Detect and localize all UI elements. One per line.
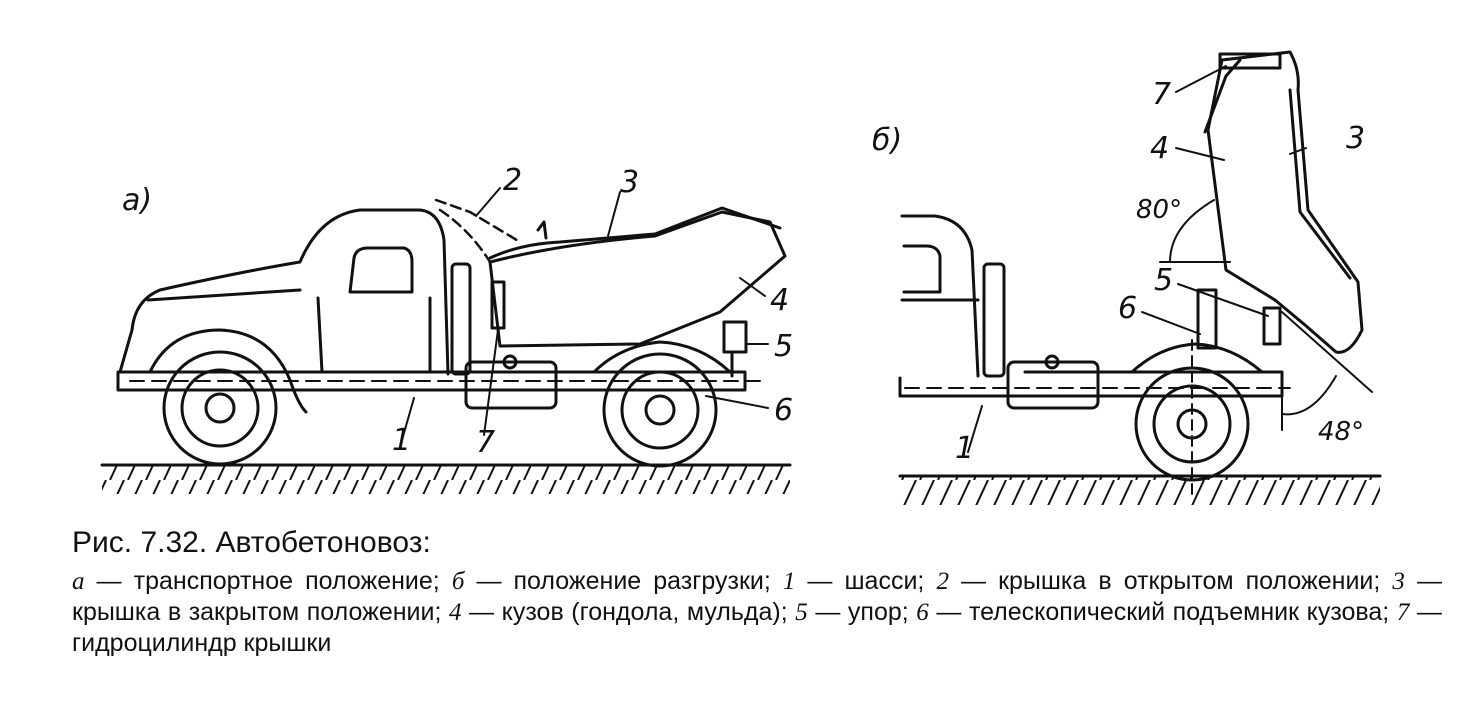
leader-4-b [1175,147,1225,161]
caption-key-5: 5 [795,599,808,626]
label-4-a: 4 [770,283,789,318]
angle-48-label: 48° [1318,417,1364,447]
panel-b-label: б) [872,123,902,158]
lid-3-b [1288,88,1352,280]
caption-text-2: крышка в открытом положении; [998,567,1381,595]
label-7-b: 7 [1152,77,1171,112]
closed-lid-a [488,206,782,260]
leader-4-a [739,277,766,297]
label-5-a: 5 [774,329,793,364]
caption-key-6: 6 [916,599,929,626]
caption-key-2: 2 [936,568,949,595]
angle-48-incline [1281,311,1373,393]
cab-rear-post-a [450,262,472,376]
label-4-b: 4 [1150,131,1169,166]
leader-1-b [967,405,983,453]
caption-key-4: 4 [448,599,462,626]
lid-cylinder-b [1203,58,1242,134]
caption-text-5: упор; [847,598,909,626]
caption-text-6: телескопический подъемник кузова; [968,598,1390,626]
caption-key-7: 7 [1396,599,1410,626]
raised-gondola-b [1206,50,1364,354]
caption-text-7: гидроцилиндр крышки [72,629,332,657]
ground-hatch-a [102,466,790,494]
ground-hatch-b [900,477,1380,505]
cab-outline-b [900,214,980,378]
hood-line-a [146,288,302,302]
caption-text-4: кузов (гондола, мульда); [501,598,788,626]
cab-window-a [348,246,414,294]
lid-hinge-b [1218,52,1282,70]
caption-text-b: положение разгрузки; [513,567,771,595]
angle-80-arc [1169,199,1215,263]
label-3-a: 3 [620,165,639,200]
truck-drawing: а) 1 2 3 4 5 6 7 [100,50,1382,505]
caption-text-a: транспортное положение; [133,567,440,595]
label-2-a: 2 [503,163,522,198]
caption-text-3: крышка в закрытом положении; [72,598,442,626]
cab-rear-post-b [982,262,1006,378]
front-fender-a [148,328,308,414]
label-6-b: 6 [1118,291,1137,326]
gondola-body-a [488,210,787,348]
caption-key-a: а [72,568,85,595]
panel-b-drawing [898,50,1382,505]
support-5-b [1262,306,1282,346]
tank-cap-a [502,354,518,370]
tank-box-b [1006,360,1100,410]
leader-7-b [1175,65,1227,93]
chassis-frame-b [898,370,1284,398]
rear-wheel-a [602,352,718,468]
front-wheel-a [162,350,278,466]
label-1-a: 1 [392,423,411,458]
leader-3-a [607,191,621,237]
label-6-a: 6 [774,393,793,428]
angle-48-arc [1281,375,1337,416]
leader-7-a [483,329,499,436]
cab-door-a [316,296,432,374]
leader-3-b [1289,147,1307,155]
cab-outline-a [118,208,450,376]
leader-1-a [399,397,415,448]
tank-box-a [464,360,558,410]
label-7-a: 7 [476,425,495,460]
lid-hinge-a [536,220,548,240]
support-5-a [722,320,748,354]
panel-a-label: а) [122,183,152,218]
rear-fender-a [592,340,732,374]
caption-body: а — транспортное положение; б — положени… [72,567,1442,657]
telescopic-lift-b [1196,288,1218,350]
caption-title: Рис. 7.32. Автобетоновоз: [72,526,431,559]
leader-5-b [1177,283,1269,317]
caption-key-b: б [451,568,465,595]
chassis-frame-a [116,370,747,392]
open-lid-dashed-a [434,198,522,264]
leader-2-a [475,187,501,217]
label-3-b: 3 [1346,121,1365,156]
tank-cap-b [1044,354,1060,370]
cab-window-b [902,244,942,294]
rear-fender-b [1130,342,1264,374]
panel-a-drawing [100,187,792,494]
leader-6-a [705,395,769,409]
label-5-b: 5 [1154,263,1173,298]
caption-key-3: 3 [1392,568,1405,595]
caption-text-1: шасси; [844,567,925,595]
angle-80-label: 80° [1136,195,1182,225]
label-1-b: 1 [955,431,974,466]
figure-caption: Рис. 7.32. Автобетоновоз: а — транспортн… [72,526,1442,658]
caption-key-1: 1 [782,568,796,595]
leader-6-b [1141,311,1201,335]
